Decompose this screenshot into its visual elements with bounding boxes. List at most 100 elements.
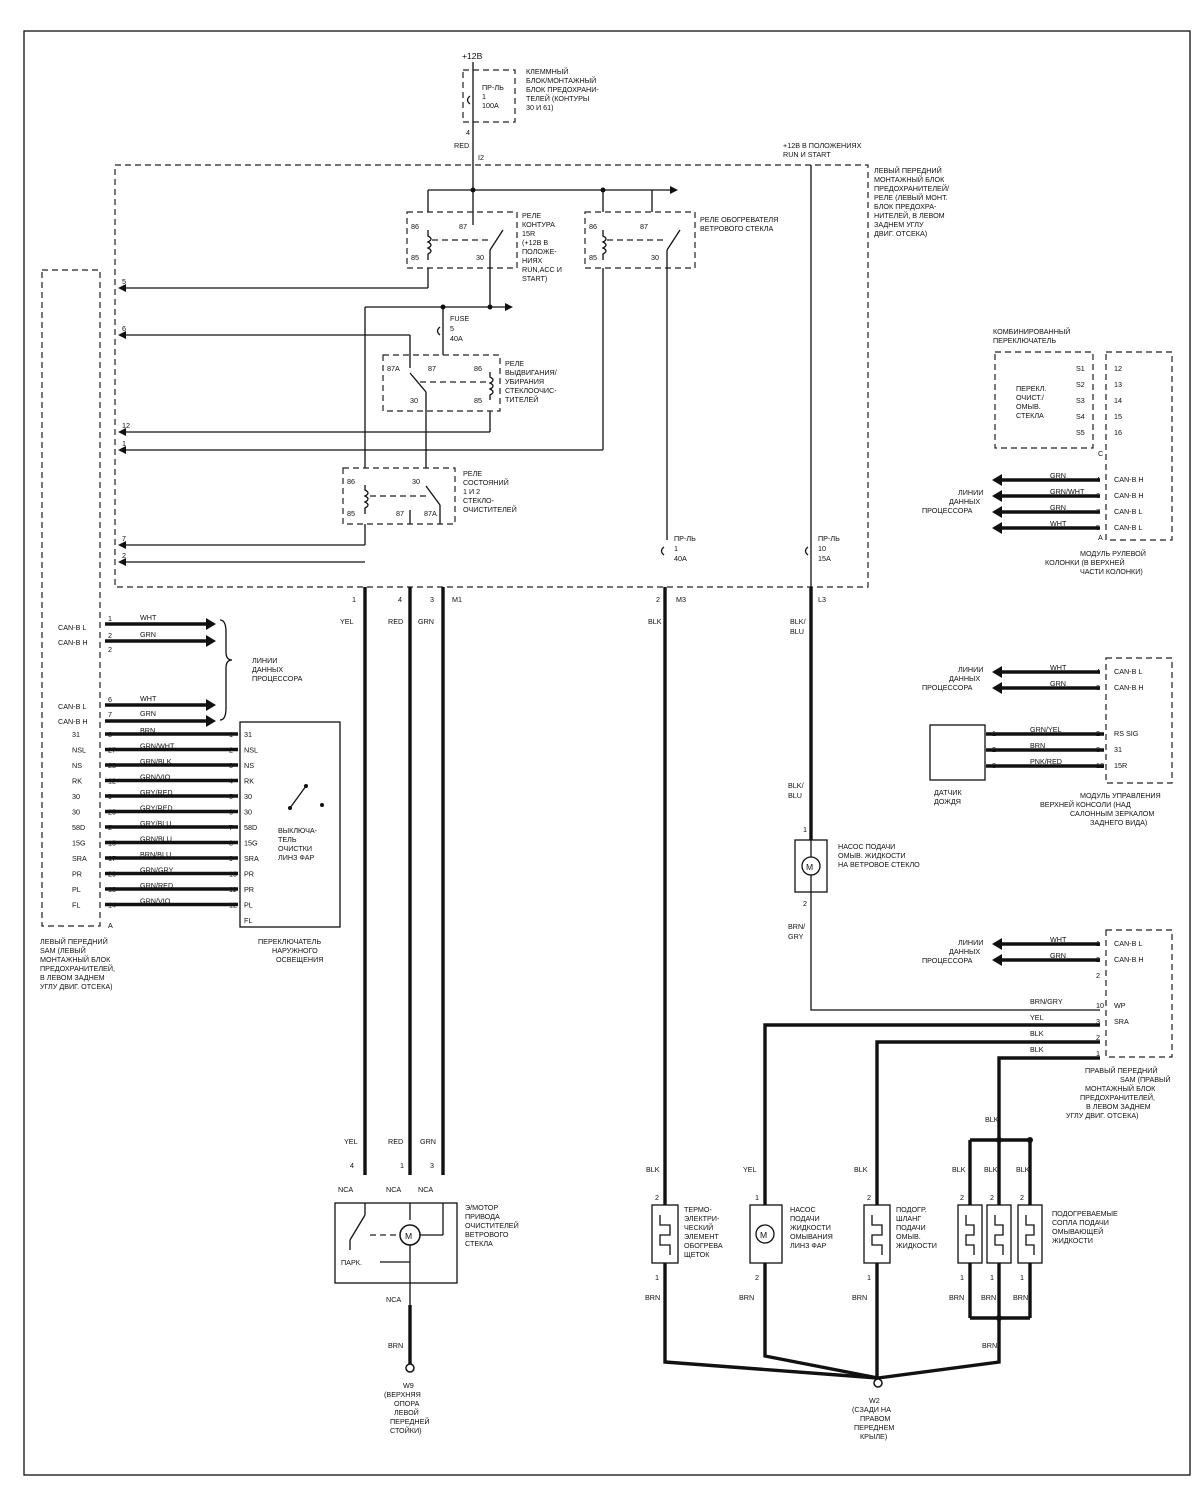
svg-text:85: 85 (589, 253, 597, 262)
svg-text:15R: 15R (522, 229, 535, 238)
relay-heater (584, 211, 696, 269)
svg-text:ДАТЧИК: ДАТЧИК (934, 788, 962, 797)
svg-text:+12В В ПОЛОЖЕНИЯХ: +12В В ПОЛОЖЕНИЯХ (783, 141, 862, 150)
svg-text:БЛОК/МОНТАЖНЫЙ: БЛОК/МОНТАЖНЫЙ (526, 76, 596, 85)
svg-text:ДАННЫХ: ДАННЫХ (949, 947, 980, 956)
svg-text:ОМЫВ.: ОМЫВ. (1016, 402, 1041, 411)
switch-row-right-signal: SRA (244, 854, 259, 863)
svg-text:ЧЕСКИЙ: ЧЕСКИЙ (684, 1223, 713, 1232)
svg-text:МОНТАЖНЫЙ БЛОК: МОНТАЖНЫЙ БЛОК (40, 955, 111, 964)
switch-row-right-signal: 58D (244, 823, 257, 832)
svg-text:10: 10 (818, 544, 826, 553)
svg-text:ШЛАНГ: ШЛАНГ (896, 1214, 921, 1223)
overhead-can-wire: GRN (1050, 679, 1066, 688)
svg-text:ЗАДНЕГО ВИДА): ЗАДНЕГО ВИДА) (1090, 818, 1147, 827)
main-fuse-box (462, 69, 516, 123)
svg-text:40A: 40A (450, 334, 463, 343)
svg-text:CAN-B L: CAN-B L (58, 623, 86, 632)
svg-text:(ВЕРХНЯЯ: (ВЕРХНЯЯ (384, 1390, 421, 1399)
svg-text:ДВИГ. ОТСЕКА): ДВИГ. ОТСЕКА) (874, 229, 927, 238)
svg-text:МОДУЛЬ РУЛЕВОЙ: МОДУЛЬ РУЛЕВОЙ (1080, 549, 1146, 558)
svg-text:85: 85 (411, 253, 419, 262)
arrow-icon (992, 954, 1002, 966)
svg-text:ПРОЦЕССОРА: ПРОЦЕССОРА (922, 956, 973, 965)
wiper-motor-label: Э/МОТОР ПРИВОДА ОЧИСТИТЕЛЕЙ ВЕТРОВОГО СТ… (465, 1203, 519, 1248)
svg-text:BRN: BRN (852, 1293, 867, 1302)
svg-text:1: 1 (755, 1193, 759, 1202)
right-out-pin: 3 (1096, 1017, 1100, 1026)
svg-text:NCA: NCA (418, 1185, 433, 1194)
wire-blk-nozzles (997, 1056, 1100, 1140)
svg-text:86: 86 (411, 222, 419, 231)
right-out-wire: BRN/GRY (1030, 997, 1063, 1006)
svg-text:A: A (108, 921, 113, 930)
svg-text:ЖИДКОСТИ: ЖИДКОСТИ (896, 1241, 937, 1250)
combo-can-wire: GRN (1050, 503, 1066, 512)
svg-text:BLK: BLK (646, 1165, 660, 1174)
ground-w9-label: W9 (ВЕРХНЯЯ ОПОРА ЛЕВОЙ ПЕРЕДНЕЙ СТОЙКИ) (384, 1381, 430, 1435)
svg-text:НАРУЖНОГО: НАРУЖНОГО (272, 946, 318, 955)
svg-text:ТЕЛЕЙ (КОНТУРЫ: ТЕЛЕЙ (КОНТУРЫ (526, 94, 589, 103)
svg-text:СТЕКЛООЧИС-: СТЕКЛООЧИС- (505, 386, 557, 395)
svg-text:30: 30 (410, 396, 418, 405)
left-sam-label: ЛЕВЫЙ ПЕРЕДНИЙ SAM (ЛЕВЫЙ МОНТАЖНЫЙ БЛОК… (40, 937, 115, 991)
svg-text:1: 1 (400, 1161, 404, 1170)
left-block-label: ЛЕВЫЙ ПЕРЕДНИЙ МОНТАЖНЫЙ БЛОК ПРЕДОХРАНИ… (874, 166, 949, 238)
switch-row-right-signal: NSL (244, 746, 258, 755)
relay-retract (382, 354, 501, 412)
wire-yel-sra (763, 1023, 1100, 1205)
wire-brn-gry (810, 892, 1100, 1011)
svg-text:1: 1 (867, 1273, 871, 1282)
svg-text:СТЕКЛА: СТЕКЛА (1016, 411, 1044, 420)
svg-text:2: 2 (990, 1193, 994, 1202)
nozzles-label: ПОДОГРЕВАЕМЫЕ СОПЛА ПОДАЧИ ОМЫВАЮЩЕЙ ЖИД… (1052, 1209, 1118, 1245)
svg-text:BLU: BLU (790, 627, 804, 636)
svg-text:2: 2 (655, 1193, 659, 1202)
combo-switch-title: КОМБИНИРОВАННЫЙ ПЕРЕКЛЮЧАТЕЛЬ (993, 327, 1070, 345)
svg-text:NCA: NCA (386, 1185, 401, 1194)
sensor-wire: BRN (1030, 741, 1045, 750)
svg-text:2: 2 (803, 899, 807, 908)
svg-text:КОМБИНИРОВАННЫЙ: КОМБИНИРОВАННЫЙ (993, 327, 1070, 336)
svg-text:7: 7 (122, 534, 126, 543)
svg-text:BLK/: BLK/ (790, 617, 806, 626)
arrow-icon (992, 490, 1002, 502)
svg-text:BLK: BLK (984, 1165, 998, 1174)
svg-text:НА ВЕТРОВОЕ СТЕКЛО: НА ВЕТРОВОЕ СТЕКЛО (838, 860, 920, 869)
svg-text:RED: RED (388, 1137, 403, 1146)
switch-row-wire: BRN (140, 726, 155, 735)
svg-text:BLK: BLK (952, 1165, 966, 1174)
svg-text:1: 1 (960, 1273, 964, 1282)
svg-text:ЖИДКОСТИ: ЖИДКОСТИ (1052, 1236, 1093, 1245)
right-can-wire: GRN (1050, 951, 1066, 960)
switch-row-wire: GRY/BLU (140, 819, 171, 828)
switch-row-wire: GRN/VIO (140, 897, 171, 906)
svg-text:1: 1 (482, 92, 486, 101)
svg-text:2: 2 (108, 631, 112, 640)
svg-text:ТИТЕЛЕЙ: ТИТЕЛЕЙ (505, 395, 538, 404)
svg-text:BRN/: BRN/ (788, 922, 805, 931)
svg-text:(+12В В: (+12В В (522, 238, 548, 247)
switch-row-right-signal: PL (244, 901, 253, 910)
arrow-icon (992, 522, 1002, 534)
svg-text:МОДУЛЬ УПРАВЛЕНИЯ: МОДУЛЬ УПРАВЛЕНИЯ (1080, 791, 1161, 800)
svg-text:ЛИНИИ: ЛИНИИ (958, 488, 983, 497)
svg-text:1: 1 (352, 595, 356, 604)
svg-text:87A: 87A (424, 509, 437, 518)
svg-text:НИЯХ: НИЯХ (522, 256, 543, 265)
svg-text:1 И 2: 1 И 2 (463, 487, 480, 496)
svg-text:В ЛЕВОМ ЗАДНЕМ: В ЛЕВОМ ЗАДНЕМ (1086, 1102, 1151, 1111)
svg-text:В ЛЕВОМ ЗАДНЕМ: В ЛЕВОМ ЗАДНЕМ (40, 973, 105, 982)
svg-text:BRN: BRN (388, 1341, 403, 1350)
combo-data-lines-label: ЛИНИИ ДАННЫХ ПРОЦЕССОРА (922, 488, 983, 515)
right-out-signal: SRA (1114, 1017, 1129, 1026)
switch-row-signal: SRA (72, 854, 87, 863)
svg-text:МОНТАЖНЫЙ БЛОК: МОНТАЖНЫЙ БЛОК (874, 175, 945, 184)
svg-text:2: 2 (108, 645, 112, 654)
switch-row-right-signal: FL (244, 916, 252, 925)
switch-row-wire: GRY/RED (140, 788, 173, 797)
svg-text:ЭЛЕКТРИ-: ЭЛЕКТРИ- (684, 1214, 720, 1223)
svg-text:ТЕЛЬ: ТЕЛЬ (278, 835, 297, 844)
combo-switch-contact: S3 (1076, 396, 1085, 405)
svg-text:ВЫДВИГАНИЯ/: ВЫДВИГАНИЯ/ (505, 368, 557, 377)
